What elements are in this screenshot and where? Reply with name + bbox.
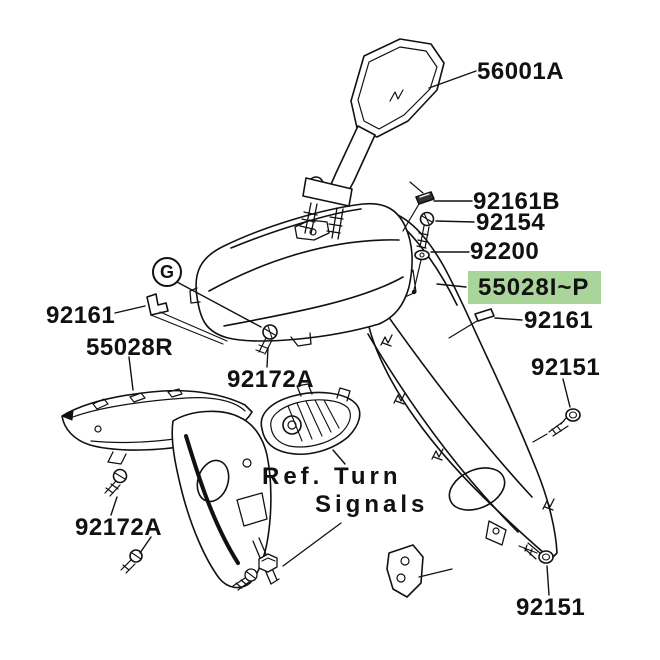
part-label-inner-cover-right[interactable]: 55028R bbox=[86, 334, 174, 361]
mirror-drawing bbox=[299, 38, 445, 240]
reference-note-line2: Signals bbox=[315, 491, 429, 518]
fastener-symbols bbox=[104, 181, 581, 574]
part-label-main-cowling-highlighted[interactable]: 55028I~P bbox=[468, 271, 602, 304]
reference-note-line1: Ref. Turn bbox=[262, 463, 402, 490]
turn-signal-drawing bbox=[260, 383, 361, 456]
part-label-damper-left[interactable]: 92161 bbox=[46, 302, 116, 329]
part-label-trim-clip-top[interactable]: 92161B bbox=[473, 188, 561, 215]
part-label-damper-right[interactable]: 92161 bbox=[524, 307, 594, 334]
part-label-bolt-lower-right[interactable]: 92151 bbox=[516, 594, 586, 621]
upper-cowl-drawing bbox=[189, 202, 413, 347]
part-label-washer[interactable]: 92200 bbox=[470, 238, 540, 265]
part-label-screw-upper[interactable]: 92154 bbox=[476, 209, 546, 236]
part-label-bolt-upper-right[interactable]: 92151 bbox=[531, 354, 601, 381]
leader-lines bbox=[110, 70, 571, 596]
part-label-mirror[interactable]: 56001A bbox=[477, 58, 565, 85]
part-label-screw-lower-left[interactable]: 92172A bbox=[75, 514, 163, 541]
part-label-screw-center[interactable]: 92172A bbox=[227, 366, 315, 393]
detail-marker-g: G bbox=[152, 257, 182, 287]
bottom-bracket-drawing bbox=[232, 522, 453, 598]
